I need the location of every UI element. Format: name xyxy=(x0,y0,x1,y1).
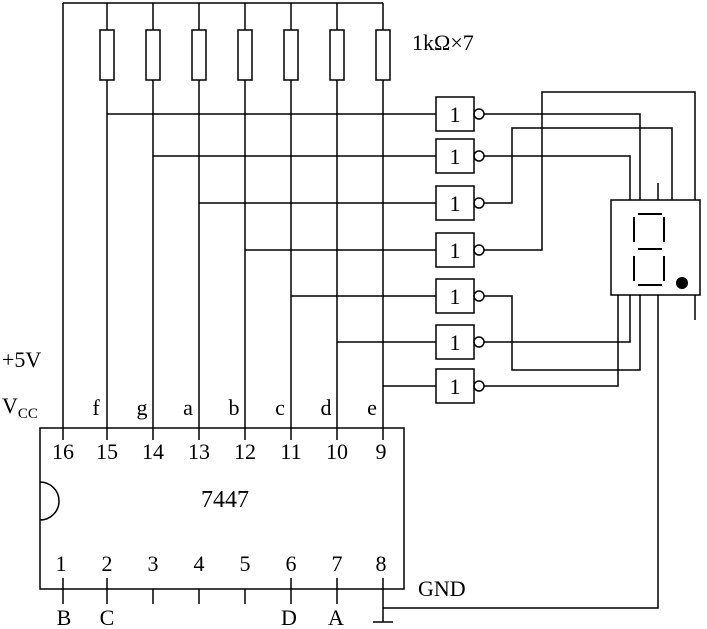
resistor-array xyxy=(99,3,391,428)
signal-label: a xyxy=(183,395,193,420)
svg-text:1: 1 xyxy=(450,102,461,127)
resistor-label: 1kΩ×7 xyxy=(412,30,474,55)
pin-number: 5 xyxy=(240,551,251,576)
pin-number: 6 xyxy=(286,551,297,576)
resistor-f xyxy=(99,3,115,428)
resistor-a xyxy=(191,3,207,428)
ic-name: 7447 xyxy=(201,487,249,513)
resistor-c xyxy=(283,3,299,428)
signal-label: d xyxy=(321,395,332,420)
pin-number: 13 xyxy=(188,439,210,464)
pin-number: 10 xyxy=(326,439,348,464)
pin-number: 8 xyxy=(376,551,387,576)
top-pin-numbers: 16 15 14 13 12 11 10 9 xyxy=(52,439,387,464)
inverter-gate: 1 xyxy=(435,232,485,268)
svg-text:1: 1 xyxy=(450,330,461,355)
pin-number: 2 xyxy=(102,551,113,576)
display-body xyxy=(610,199,701,296)
decimal-point-dot xyxy=(676,277,688,289)
resistor-d xyxy=(329,3,345,428)
pin-number: 16 xyxy=(52,439,74,464)
signal-label: c xyxy=(275,395,285,420)
resistor-e xyxy=(375,3,391,428)
bcd-input-labels: B C D A xyxy=(57,605,344,629)
inverter-gates: 1 1 1 1 1 1 1 xyxy=(435,96,485,404)
resistor-g xyxy=(145,3,161,428)
pin-number: 15 xyxy=(96,439,118,464)
ic-notch xyxy=(39,481,60,521)
signal-label: g xyxy=(137,395,148,420)
top-pin-stubs xyxy=(62,428,384,440)
inverter-gate: 1 xyxy=(435,278,485,314)
svg-text:1: 1 xyxy=(450,374,461,399)
vcc-label: VCC xyxy=(2,393,38,422)
supply-voltage-label: +5V xyxy=(2,347,41,372)
pin-number: 11 xyxy=(280,439,301,464)
inverter-gate: 1 xyxy=(435,138,485,174)
input-label: C xyxy=(100,605,115,629)
segment-signal-labels: f g a b c d e xyxy=(92,395,377,420)
pin-number: 4 xyxy=(194,551,205,576)
gnd-label: GND xyxy=(418,576,466,601)
pin-number: 14 xyxy=(142,439,164,464)
pin-number: 1 xyxy=(56,551,67,576)
inverter-gate: 1 xyxy=(435,368,485,404)
ic-7447-body xyxy=(39,427,405,590)
svg-text:1: 1 xyxy=(450,284,461,309)
pin-number: 7 xyxy=(332,551,343,576)
segment-wires xyxy=(107,113,436,387)
input-label: A xyxy=(328,605,344,629)
svg-text:1: 1 xyxy=(450,238,461,263)
inverter-gate: 1 xyxy=(435,324,485,360)
seven-segment-display xyxy=(610,183,701,320)
input-label: D xyxy=(281,605,297,629)
bottom-pin-leads xyxy=(62,578,393,623)
signal-label: f xyxy=(92,395,100,420)
resistor-b xyxy=(237,3,253,428)
input-label: B xyxy=(57,605,72,629)
display-routing xyxy=(484,91,696,387)
svg-text:1: 1 xyxy=(450,191,461,216)
inverter-gate: 1 xyxy=(435,185,485,221)
bottom-pin-numbers: 1 2 3 4 5 6 7 8 xyxy=(56,551,387,576)
gnd-return-wire xyxy=(383,320,659,609)
pin-number: 3 xyxy=(148,551,159,576)
inverter-gate: 1 xyxy=(435,96,485,132)
pin-number: 12 xyxy=(234,439,256,464)
svg-text:1: 1 xyxy=(450,144,461,169)
signal-label: e xyxy=(367,395,377,420)
signal-label: b xyxy=(229,395,240,420)
pin-number: 9 xyxy=(376,439,387,464)
